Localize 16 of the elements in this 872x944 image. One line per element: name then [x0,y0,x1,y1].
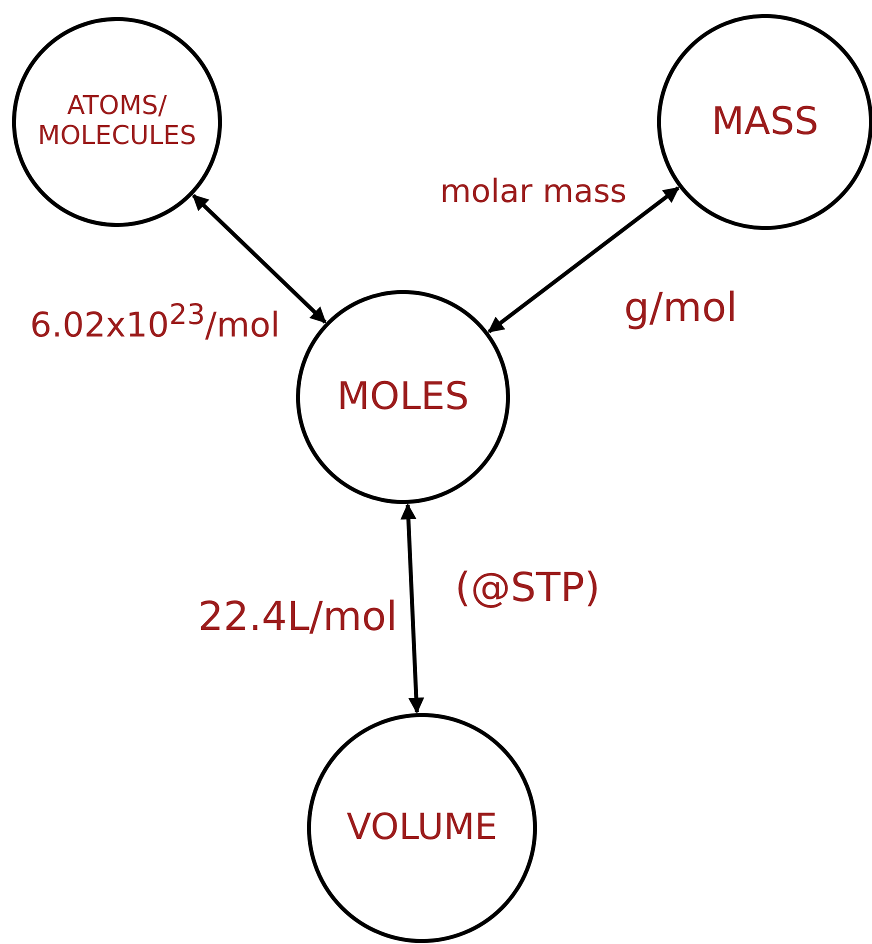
circle-node [307,713,537,943]
circle-node [296,290,510,504]
double-arrow [400,503,424,714]
node-label: MOLES [337,375,469,419]
circle-node [12,17,222,227]
node-label: MASS [711,100,819,144]
unit-label: (@STP) [455,565,600,611]
circle-node [657,14,872,230]
edge-label: 6.02x10$^{23}$/mol [30,300,280,344]
unit-label: g/mol [624,285,738,331]
double-arrow [488,186,680,334]
node-label: ATOMS/ MOLECULES [36,92,198,152]
node-label: VOLUME [346,807,498,849]
edge-label: molar mass [440,175,628,209]
double-arrow [192,194,327,324]
edge-label: 22.4L/mol [198,596,398,638]
